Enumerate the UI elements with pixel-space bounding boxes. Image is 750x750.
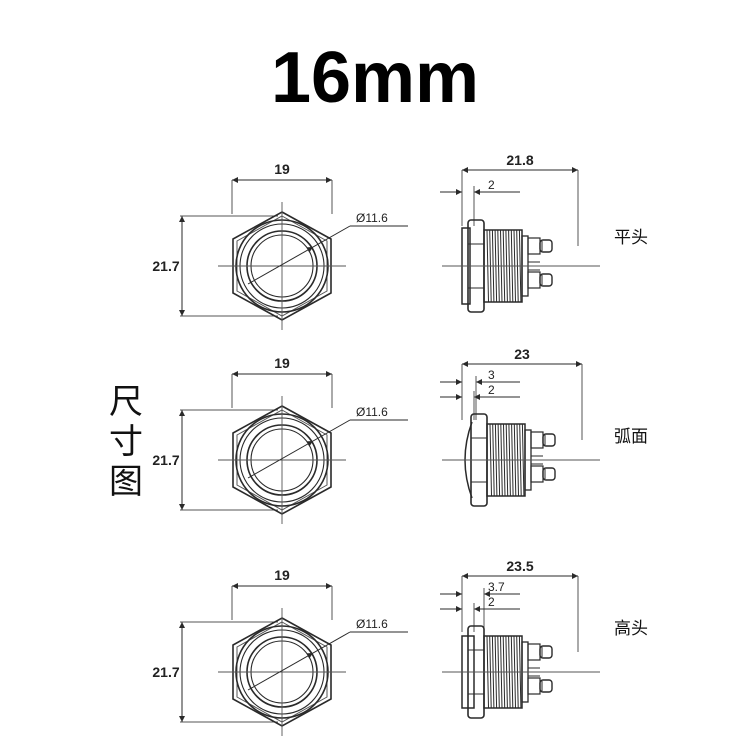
diameter-leader [247,631,351,691]
side-label-char: 图 [109,462,143,502]
diameter-value: Ø11.6 [356,211,388,225]
dimension-arrowhead [484,591,490,597]
terminal-tip [542,467,556,481]
dimension-arrowhead [456,606,462,612]
dimension-arrowhead [306,441,313,447]
terminal-body [530,431,544,449]
terminal-tip [539,645,553,659]
terminal-tip [539,273,553,287]
dimension-arrowhead [326,583,332,589]
dimension-arrowhead [179,504,185,510]
dimension-arrowhead [326,371,332,377]
side-view: 23.53.72 [440,558,600,719]
dimension-arrowhead [179,216,185,222]
front-view: 19 21.7 Ø11.6 [152,161,408,330]
dimension-arrowhead [179,310,185,316]
dimension-arrowhead [462,573,468,579]
side-view: 21.82 [440,152,600,313]
total-length-value: 23.5 [506,558,533,574]
dimension-arrowhead [576,361,582,367]
dimension-row-2: 19 21.7 Ø11.6 23 32 弧面 [152,346,648,524]
dimension-arrowhead [456,189,462,195]
dimension-arrowhead [462,361,468,367]
width-value: 19 [274,567,290,583]
total-length-value: 23 [514,346,530,362]
dimension-arrowhead [456,379,462,385]
front-view: 19 21.7 Ø11.6 [152,567,408,736]
terminal-body [527,271,541,289]
dimension-arrowhead [476,379,482,385]
dimension-arrowhead [326,177,332,183]
dimension-row-3: 19 21.7 Ø11.6 23.53.72 高头 [152,558,648,736]
dimension-arrowhead [179,716,185,722]
terminal-body [530,465,544,483]
width-value: 19 [274,161,290,177]
diameter-value: Ø11.6 [356,617,388,631]
head-dimension-value: 2 [488,178,495,192]
height-value: 21.7 [152,664,179,680]
dimension-arrowhead [474,606,480,612]
variant-label: 弧面 [614,427,648,447]
terminal-tip [539,239,553,253]
dimension-arrowhead [474,394,480,400]
diameter-leader [247,225,351,285]
dimension-arrowhead [232,371,238,377]
side-label-char: 寸 [109,422,143,462]
dimension-arrowhead [306,247,313,253]
diameter-leader [247,419,351,479]
dimension-arrowhead [456,591,462,597]
height-value: 21.7 [152,452,179,468]
terminal-tip [542,433,556,447]
dimension-arrowhead [572,167,578,173]
side-label-char: 尺 [109,382,143,422]
height-value: 21.7 [152,258,179,274]
dimension-arrowhead [474,189,480,195]
dimension-arrowhead [456,394,462,400]
dimension-arrowhead [179,622,185,628]
head-dimension-value: 2 [488,595,495,609]
dimension-arrowhead [179,410,185,416]
head-dimension-value: 3.7 [488,580,505,594]
dimension-arrowhead [232,583,238,589]
terminal-body [527,237,541,255]
terminal-tip [539,679,553,693]
dimension-arrowhead [306,653,313,659]
side-label: 尺 寸 图 [100,382,152,502]
page-title: 16mm [270,38,480,118]
head-dimension-value: 3 [488,368,495,382]
diameter-value: Ø11.6 [356,405,388,419]
side-view: 23 32 [440,346,600,507]
head-dimension-value: 2 [488,383,495,397]
terminal-body [527,677,541,695]
front-view: 19 21.7 Ø11.6 [152,355,408,524]
variant-label: 高头 [614,619,648,639]
dimension-arrowhead [232,177,238,183]
variant-label: 平头 [614,228,648,248]
dimension-arrowhead [462,167,468,173]
terminal-body [527,643,541,661]
total-length-value: 21.8 [506,152,533,168]
dimension-arrowhead [572,573,578,579]
width-value: 19 [274,355,290,371]
